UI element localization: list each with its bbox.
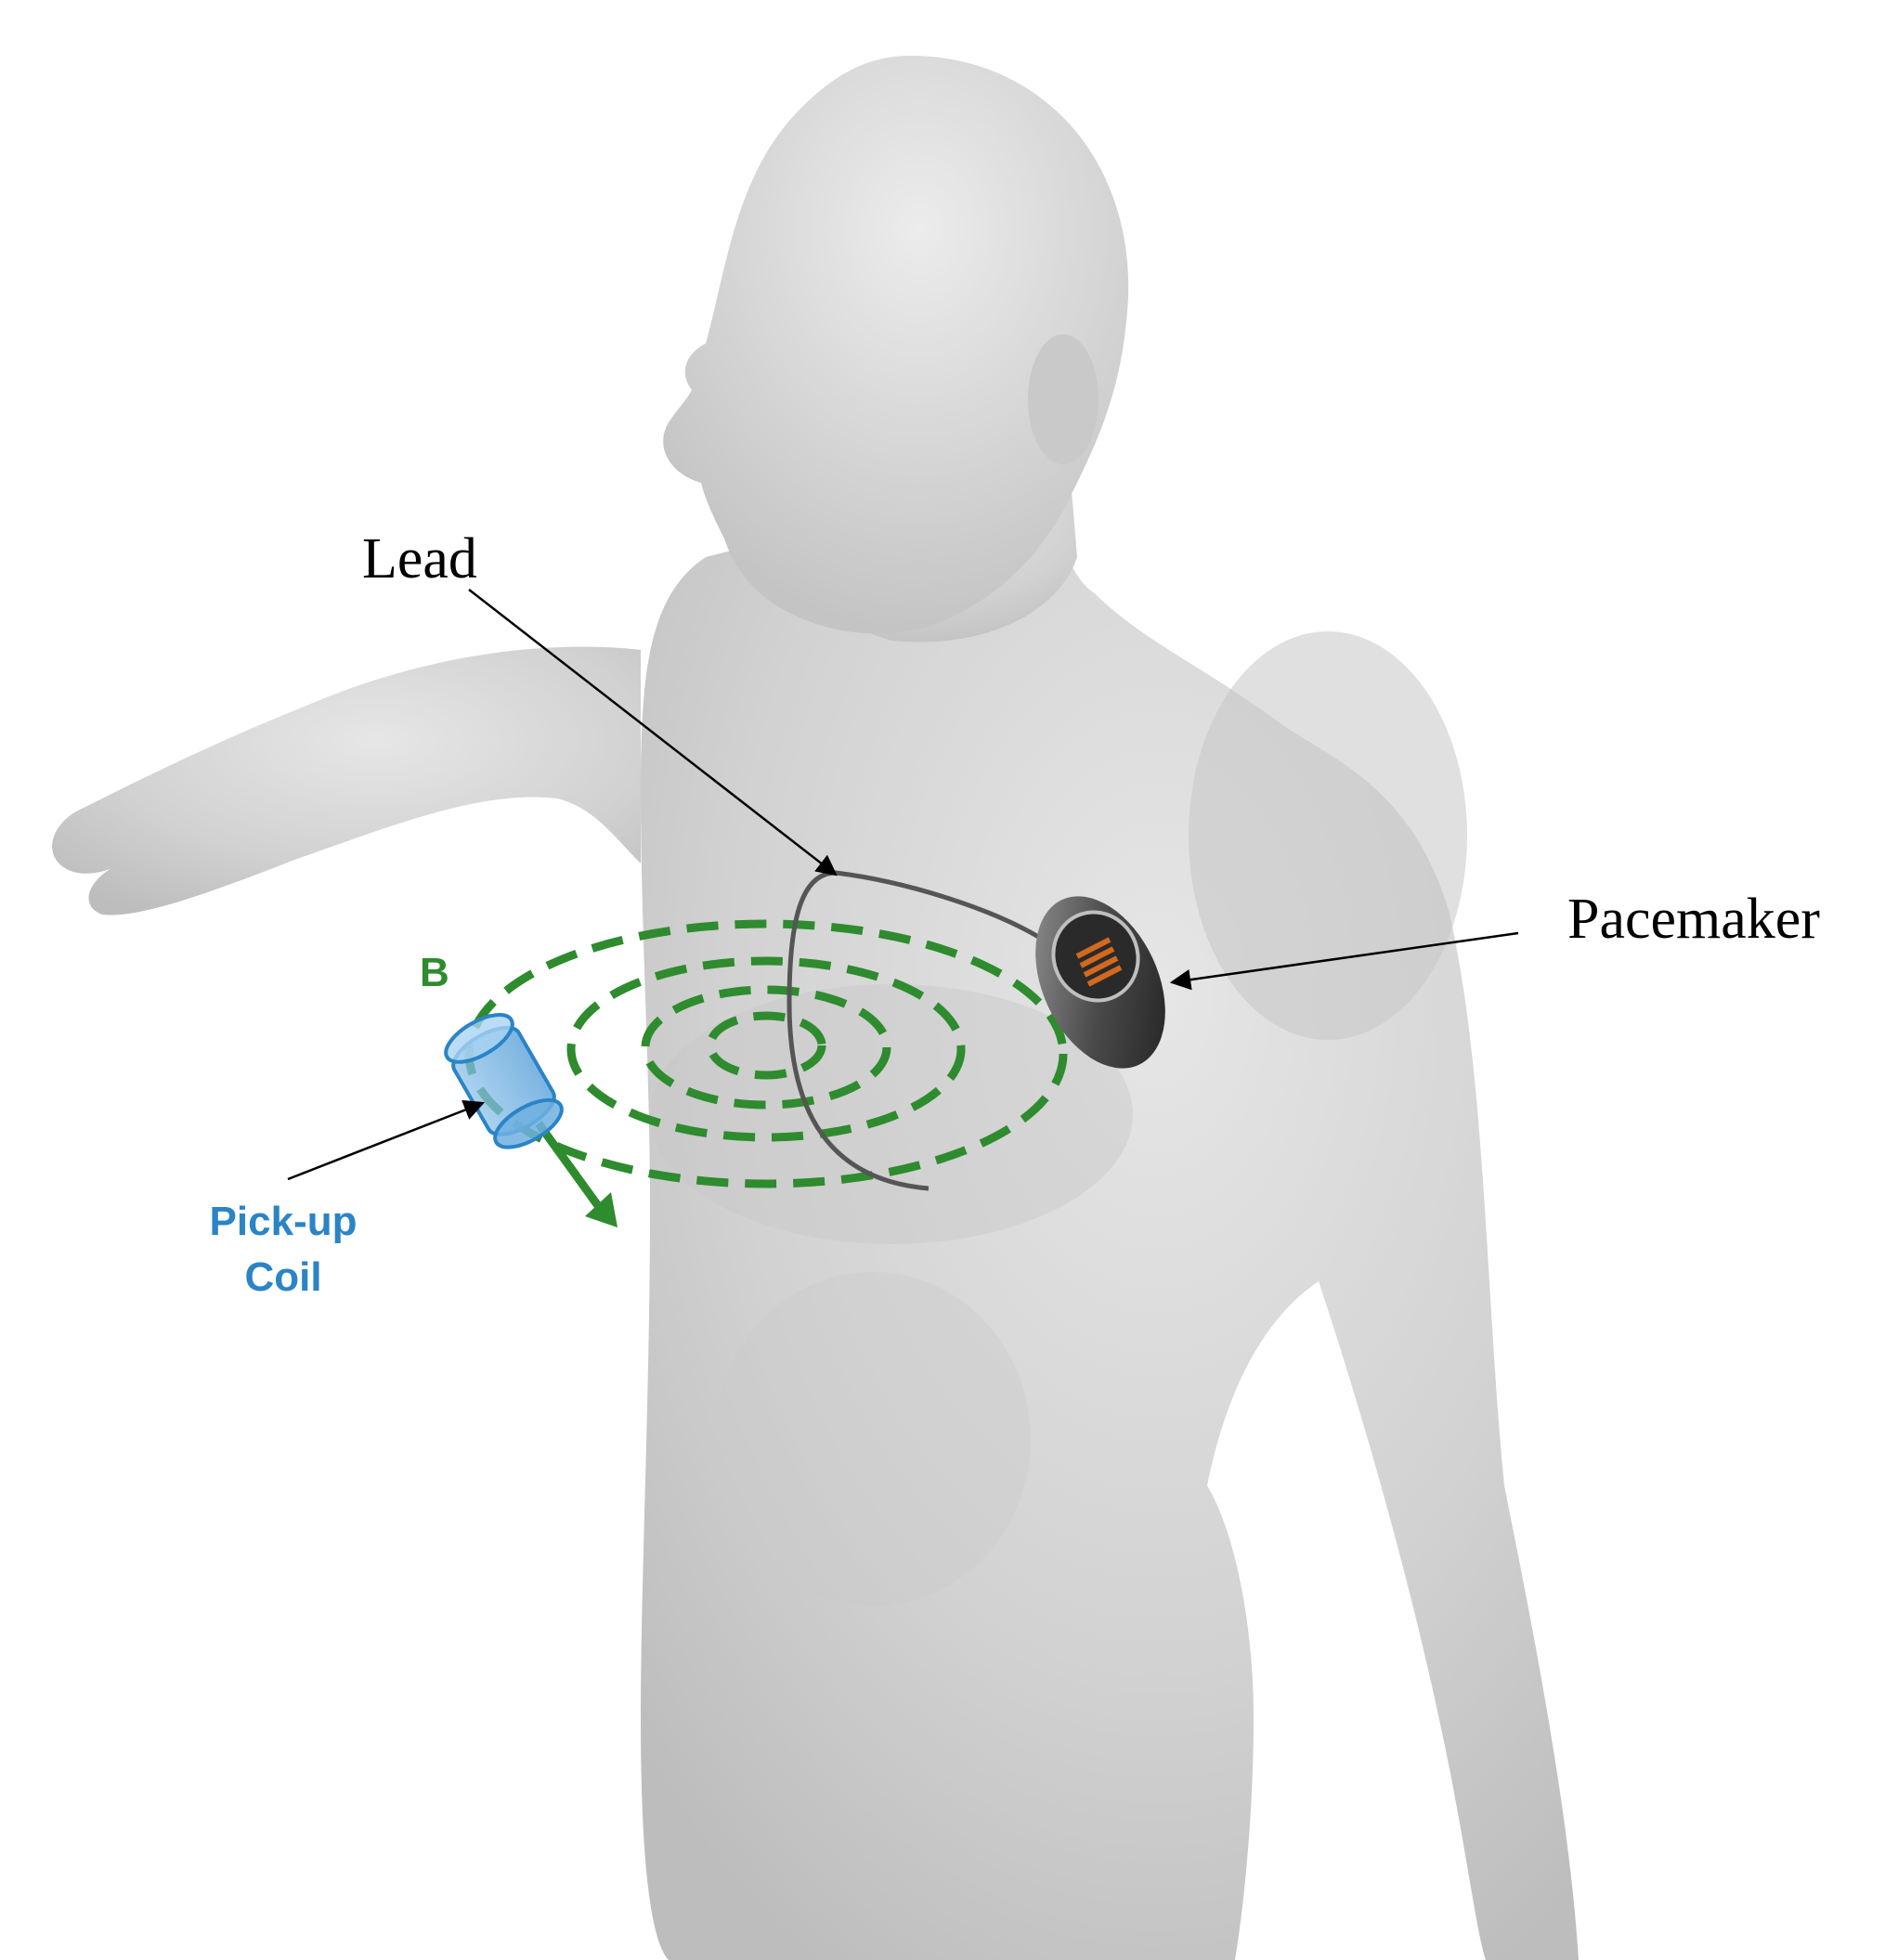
lead-pointer-line [468, 589, 838, 876]
pacemaker-label: Pacemaker [1567, 888, 1820, 951]
coil-pointer-line [287, 1099, 486, 1181]
pacemaker-device-icon [1035, 896, 1165, 1069]
shoulder-shading [1189, 631, 1467, 1040]
lead-label: Lead [362, 527, 477, 591]
arm [52, 646, 642, 915]
field-ring-3 [641, 985, 891, 1110]
coil-label-line2: Coil [244, 1254, 321, 1300]
field-ring-4 [706, 1011, 826, 1080]
coil-label-line1: Pick-up [210, 1199, 358, 1244]
ear [1028, 334, 1098, 464]
human-torso-figure [52, 56, 1579, 1960]
field-label: B [420, 950, 449, 995]
lead-wire [786, 870, 1042, 1191]
field-ring-2 [566, 956, 966, 1142]
abdomen-shading [715, 1272, 1031, 1606]
head [663, 56, 1129, 634]
field-vector-arrow [535, 1121, 618, 1227]
pacemaker-pointer-line [1169, 931, 1519, 991]
